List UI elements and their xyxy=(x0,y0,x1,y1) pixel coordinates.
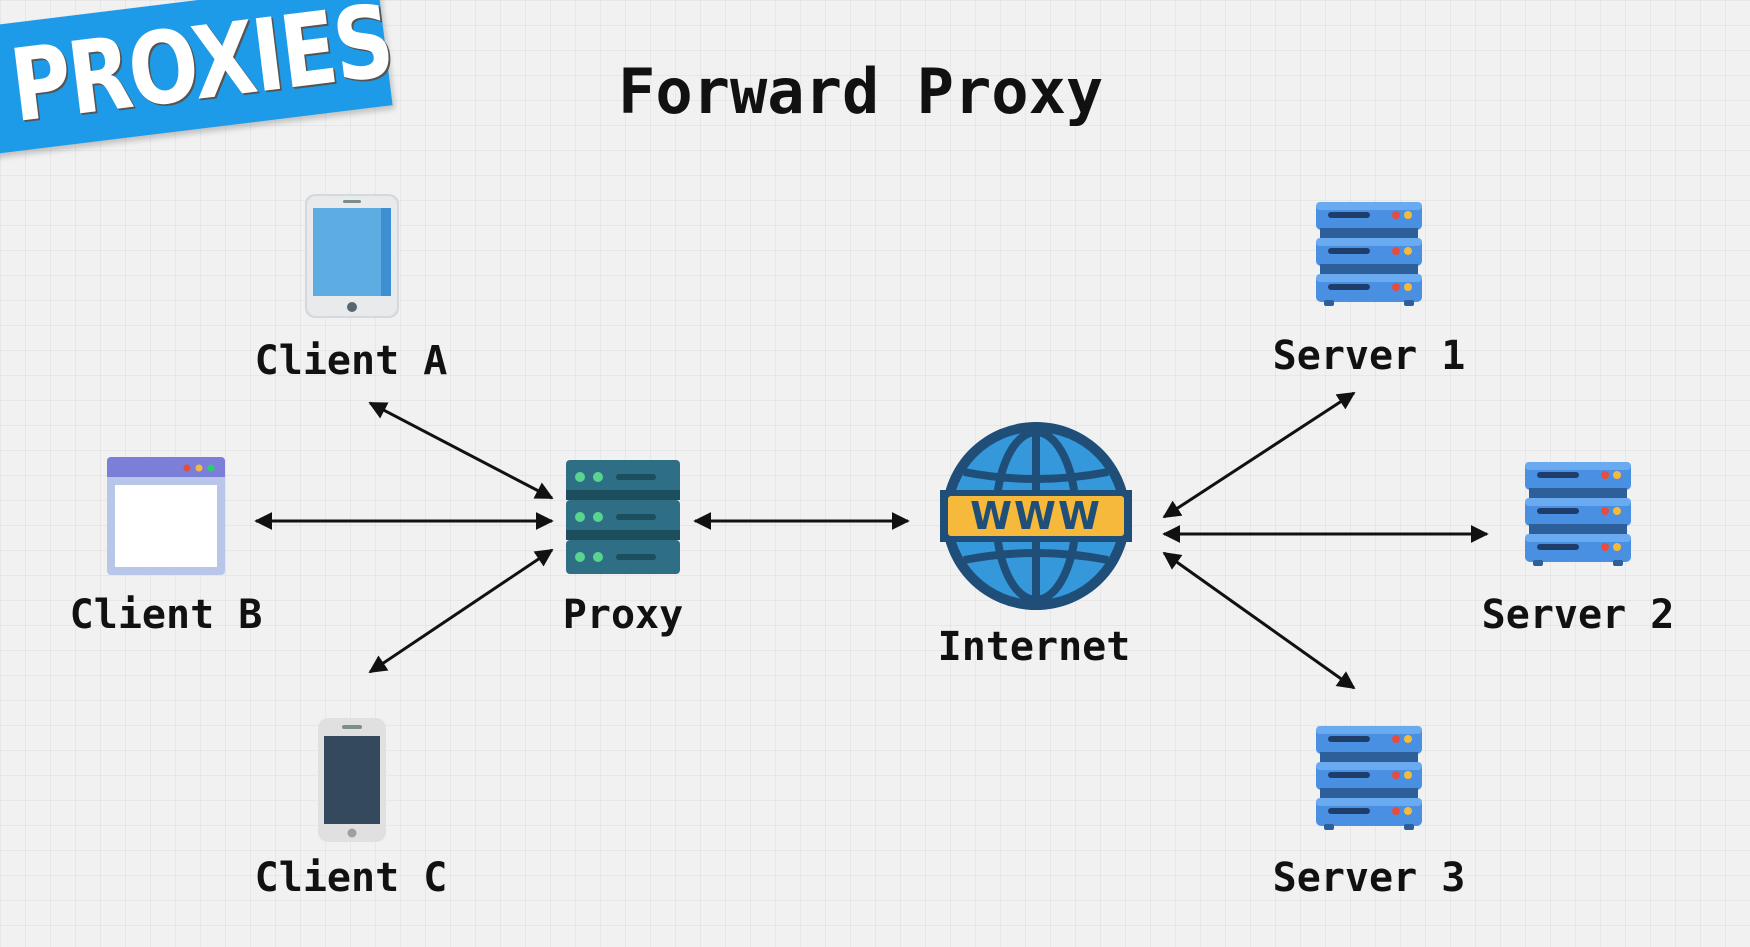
arrow-client-a-proxy xyxy=(368,401,554,500)
arrow-internet-server-3 xyxy=(1162,551,1356,690)
label-server-2: Server 2 xyxy=(1481,592,1675,638)
label-proxy: Proxy xyxy=(562,592,684,638)
label-internet: Internet xyxy=(937,624,1131,670)
label-client-a: Client A xyxy=(254,338,448,384)
globe-www-icon: WWW xyxy=(940,422,1132,610)
server-1-icon xyxy=(1316,202,1422,306)
proxy-server-icon xyxy=(566,460,680,574)
label-server-1: Server 1 xyxy=(1272,333,1466,379)
diagram-title: Forward Proxy xyxy=(618,55,1104,128)
arrows xyxy=(254,391,1489,690)
browser-window-icon xyxy=(107,457,225,575)
label-client-c: Client C xyxy=(254,855,448,901)
server-2-icon xyxy=(1525,462,1631,566)
arrow-internet-server-1 xyxy=(1162,391,1356,519)
phone-icon xyxy=(318,718,386,842)
tablet-icon xyxy=(305,194,399,318)
label-server-3: Server 3 xyxy=(1272,855,1466,901)
arrow-client-c-proxy xyxy=(368,548,554,674)
www-badge-text: WWW xyxy=(970,494,1102,538)
label-client-b: Client B xyxy=(69,592,263,638)
server-3-icon xyxy=(1316,726,1422,830)
